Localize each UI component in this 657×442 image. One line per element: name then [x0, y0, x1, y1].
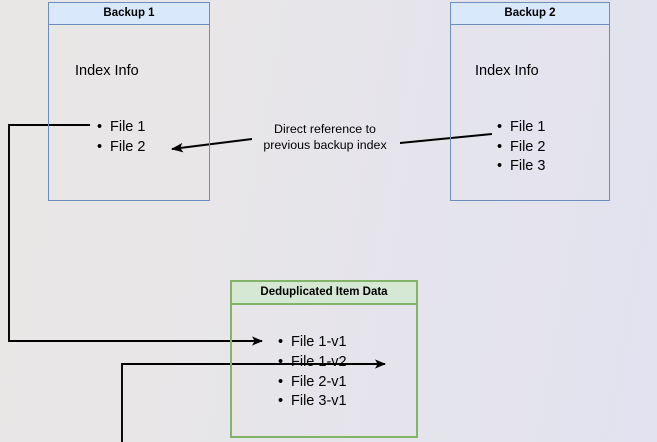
node-backup-1-header: Backup 1: [49, 3, 209, 25]
list-item: File 2: [97, 138, 145, 158]
backup-2-file-list: File 1 File 2 File 3: [497, 118, 545, 177]
node-backup-1[interactable]: Backup 1 Index Info File 1 File 2: [48, 2, 210, 201]
node-dedup-header: Deduplicated Item Data: [232, 282, 416, 305]
list-item: File 1-v2: [278, 353, 347, 373]
node-dedup-body: File 1-v1 File 1-v2 File 2-v1 File 3-v1: [232, 305, 416, 437]
list-item: File 3: [497, 157, 545, 177]
list-item: File 2-v1: [278, 373, 347, 393]
node-backup-2[interactable]: Backup 2 Index Info File 1 File 2 File 3: [450, 2, 610, 201]
node-backup-2-body: Index Info File 1 File 2 File 3: [451, 25, 609, 200]
node-backup-2-header: Backup 2: [451, 3, 609, 25]
node-deduplicated-item-data[interactable]: Deduplicated Item Data File 1-v1 File 1-…: [230, 280, 418, 438]
list-item: File 1: [97, 118, 145, 138]
list-item: File 3-v1: [278, 392, 347, 412]
backup-1-index-label: Index Info: [75, 63, 139, 79]
direct-reference-caption: Direct reference to previous backup inde…: [263, 122, 387, 152]
list-item: File 1-v1: [278, 333, 347, 353]
backup-1-file-list: File 1 File 2: [97, 118, 145, 157]
list-item: File 1: [497, 118, 545, 138]
backup-2-index-label: Index Info: [475, 63, 539, 79]
dedup-file-list: File 1-v1 File 1-v2 File 2-v1 File 3-v1: [278, 333, 347, 412]
node-backup-1-body: Index Info File 1 File 2: [49, 25, 209, 200]
list-item: File 2: [497, 138, 545, 158]
